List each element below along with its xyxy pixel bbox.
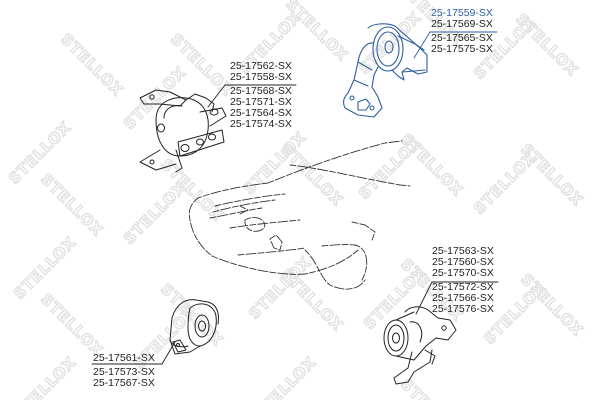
part-number[interactable]: 25-17572-SX — [432, 281, 494, 293]
part-number[interactable]: 25-17566-SX — [432, 292, 494, 304]
left-mount-drawing — [139, 89, 227, 173]
part-labels-left: 25-17562-SX 25-17558-SX 25-17568-SX 25-1… — [230, 61, 292, 130]
part-number[interactable]: 25-17569-SX — [431, 18, 493, 30]
top-right-mount-drawing — [343, 23, 428, 118]
bottom-left-mount-drawing — [169, 299, 219, 355]
part-number[interactable]: 25-17576-SX — [432, 303, 494, 315]
part-number[interactable]: 25-17563-SX — [432, 245, 494, 257]
part-number[interactable]: 25-17567-SX — [93, 377, 155, 389]
car-front-outline — [188, 140, 411, 290]
part-number[interactable]: 25-17562-SX — [230, 60, 292, 72]
leader-lines — [91, 31, 499, 365]
part-number[interactable]: 25-17564-SX — [230, 107, 292, 119]
part-number[interactable]: 25-17571-SX — [230, 96, 292, 108]
part-number[interactable]: 25-17574-SX — [230, 118, 292, 130]
part-number-highlighted[interactable]: 25-17559-SX — [431, 7, 493, 19]
part-number[interactable]: 25-17575-SX — [431, 43, 493, 55]
part-number[interactable]: 25-17565-SX — [431, 32, 493, 44]
part-number[interactable]: 25-17568-SX — [230, 85, 292, 97]
part-number[interactable]: 25-17561-SX — [93, 352, 155, 364]
part-number[interactable]: 25-17570-SX — [432, 267, 494, 279]
part-number[interactable]: 25-17573-SX — [93, 366, 155, 378]
part-labels-bottom-left: 25-17561-SX 25-17573-SX 25-17567-SX — [93, 353, 155, 389]
bottom-right-mount-drawing — [383, 306, 457, 385]
part-labels-top-right: 25-17559-SX 25-17569-SX 25-17565-SX 25-1… — [431, 8, 493, 55]
part-number[interactable]: 25-17560-SX — [432, 256, 494, 268]
part-number[interactable]: 25-17558-SX — [230, 71, 292, 83]
part-labels-bottom-right: 25-17563-SX 25-17560-SX 25-17570-SX 25-1… — [432, 246, 494, 315]
